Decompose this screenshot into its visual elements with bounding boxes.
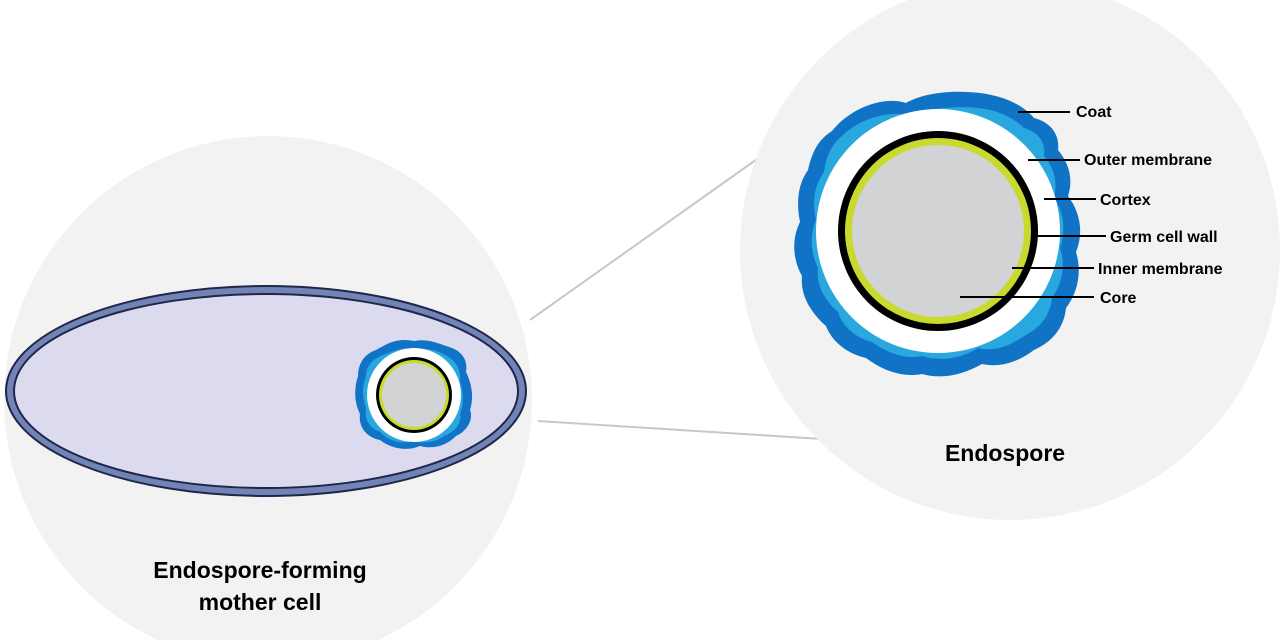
zoom-connector-lower	[537, 420, 839, 441]
coat-label: Coat	[1076, 104, 1112, 121]
cortex-label: Cortex	[1100, 192, 1151, 209]
leader-lines	[960, 111, 1106, 298]
mother-cell-caption-line1: Endospore-forming	[153, 557, 366, 583]
small-endospore	[355, 340, 473, 449]
zoom-connector-upper	[529, 156, 761, 321]
core-label: Core	[1100, 290, 1137, 307]
inner-membrane-label: Inner membrane	[1098, 261, 1223, 278]
small-endospore-core	[382, 363, 446, 427]
core-layer	[852, 145, 1024, 317]
large-endospore	[794, 91, 1081, 377]
germ-cell-wall-label: Germ cell wall	[1110, 229, 1218, 246]
outer-membrane-label: Outer membrane	[1084, 152, 1212, 169]
endospore-caption: Endospore	[945, 440, 1065, 466]
mother-cell-caption-line2: mother cell	[199, 589, 322, 615]
